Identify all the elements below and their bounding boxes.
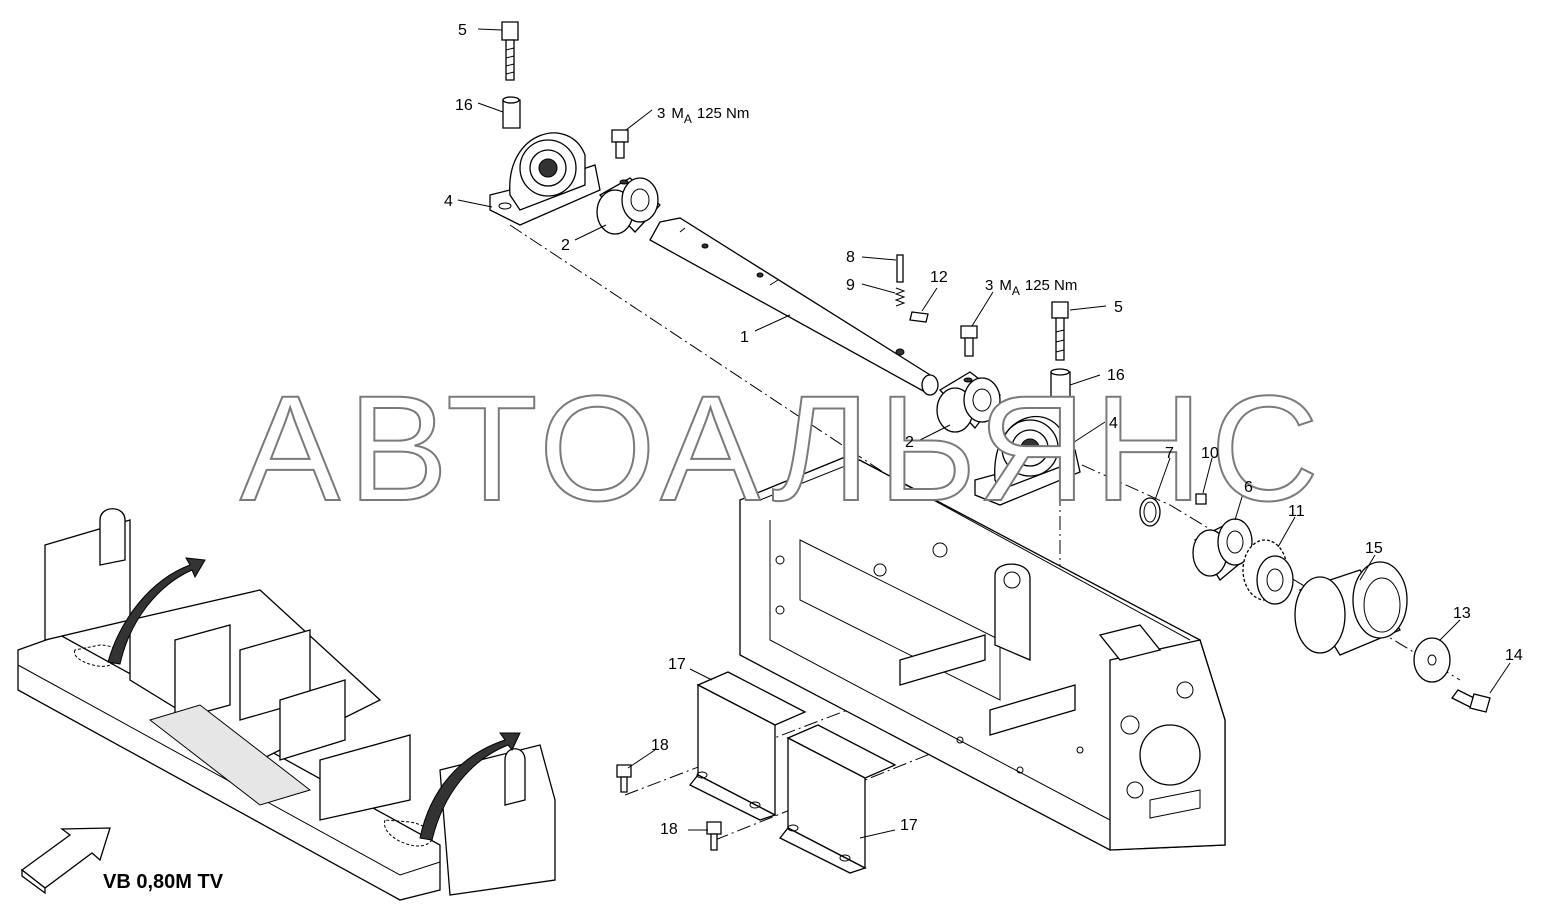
callout-18-lower: 18 <box>660 821 678 838</box>
guard-plate-17-right <box>778 724 897 874</box>
paver-frame <box>739 454 1226 851</box>
circlip-7 <box>1139 497 1161 527</box>
view-direction-arrow <box>20 827 111 895</box>
callout-7: 7 <box>1165 445 1174 462</box>
washer-13 <box>1413 637 1451 683</box>
coupling-15 <box>1294 561 1408 656</box>
bearing-block-left <box>489 132 601 226</box>
callout-17-lower: 17 <box>900 817 918 834</box>
collar-2-right <box>936 371 1001 433</box>
bearing-6 <box>1192 518 1253 581</box>
watermark-text: АВТОАЛЬЯНС <box>240 364 1327 532</box>
callout-2-left: 2 <box>561 237 570 254</box>
callout-16-left: 16 <box>455 97 473 114</box>
callout-13: 13 <box>1453 605 1471 622</box>
bolt-3-left <box>611 129 629 159</box>
bolt-5-left <box>501 21 519 81</box>
callout-5-right: 5 <box>1114 299 1123 316</box>
bolt-18-upper <box>616 764 632 793</box>
pin-8 <box>896 254 904 283</box>
spacer-16-left <box>502 96 521 129</box>
set-screw-10 <box>1195 493 1207 505</box>
callout-11: 11 <box>1288 503 1305 520</box>
bolt-5-right <box>1051 301 1069 361</box>
callout-2-right: 2 <box>905 434 914 451</box>
callout-8: 8 <box>846 249 855 266</box>
callout-1: 1 <box>740 329 749 346</box>
callout-18-upper: 18 <box>651 737 669 754</box>
spacer-16-right <box>1050 368 1071 401</box>
bearing-block-right <box>974 416 1081 506</box>
sprocket-11 <box>1242 539 1294 605</box>
callout-5-top: 5 <box>458 22 467 39</box>
callout-14: 14 <box>1505 647 1523 664</box>
guard-plate-17-left <box>688 671 807 821</box>
callout-6: 6 <box>1244 479 1253 496</box>
bolt-3-right <box>960 325 978 357</box>
callout-10: 10 <box>1201 445 1219 462</box>
shaft-1 <box>649 217 939 396</box>
leader-lines <box>457 28 1511 839</box>
callout-9: 9 <box>846 277 855 294</box>
callout-15: 15 <box>1365 540 1383 557</box>
callout-12: 12 <box>930 269 948 286</box>
callout-4-right: 4 <box>1109 415 1118 432</box>
callout-17-upper: 17 <box>668 656 686 673</box>
model-label: VB 0,80M TV <box>103 871 224 893</box>
spring-9 <box>894 287 906 307</box>
paver-overview <box>17 508 556 901</box>
key-12 <box>909 311 929 323</box>
collar-2-left <box>596 177 661 235</box>
bolt-14 <box>1451 689 1491 713</box>
callout-16-right: 16 <box>1107 367 1125 384</box>
bolt-18-lower <box>706 821 722 851</box>
callout-4-left: 4 <box>444 193 453 210</box>
